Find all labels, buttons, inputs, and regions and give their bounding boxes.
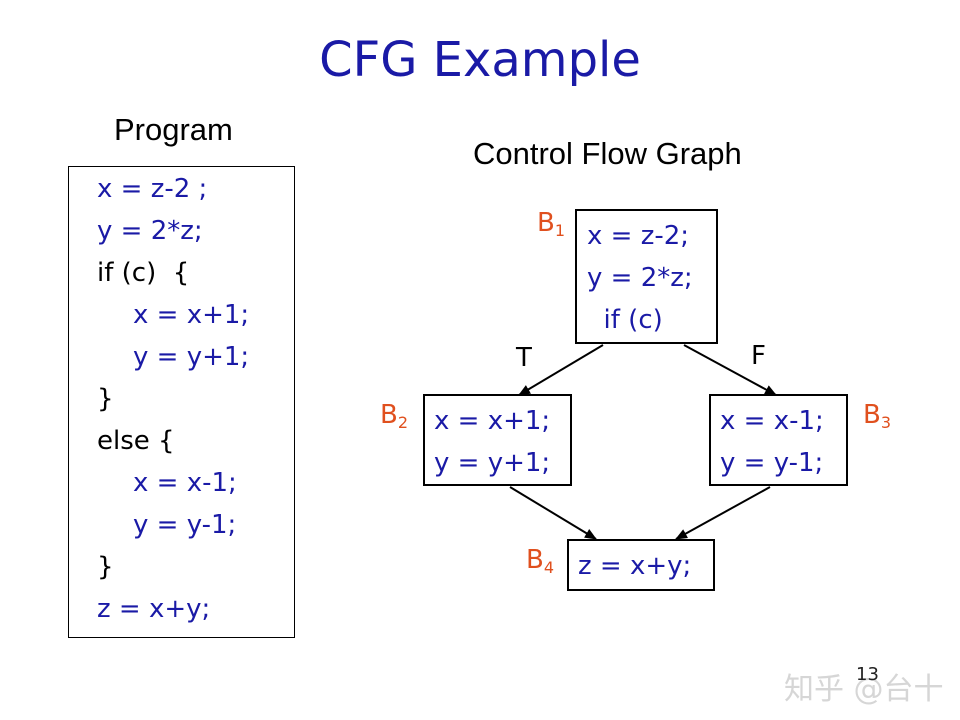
edge-label-false: F bbox=[751, 341, 766, 371]
block-b3-line-1: x = x-1; bbox=[720, 406, 824, 436]
block-b3 bbox=[709, 394, 848, 486]
code-line-8: x = x-1; bbox=[133, 468, 237, 498]
page-number: 13 bbox=[856, 664, 879, 685]
slide-title: CFG Example bbox=[319, 32, 641, 88]
code-line-6: } bbox=[97, 384, 114, 414]
code-line-2: y = 2*z; bbox=[97, 216, 203, 246]
edge-b2-b4 bbox=[509, 486, 597, 540]
program-listing-box bbox=[68, 166, 295, 638]
code-line-7: else { bbox=[97, 426, 175, 456]
block-b2 bbox=[423, 394, 572, 486]
edge-b3-b4 bbox=[675, 486, 771, 540]
block-b1-line-3: if (c) bbox=[587, 305, 663, 335]
block-b3-label: B3 bbox=[863, 400, 892, 432]
edge-b1-b3 bbox=[683, 344, 777, 396]
code-line-11: z = x+y; bbox=[97, 594, 211, 624]
code-line-1: x = z-2 ; bbox=[97, 174, 208, 204]
edge-label-true: T bbox=[516, 343, 532, 373]
edge-b1-b2 bbox=[518, 344, 604, 396]
block-b2-label: B2 bbox=[380, 400, 409, 432]
cfg-heading: Control Flow Graph bbox=[473, 136, 742, 171]
block-b2-line-2: y = y+1; bbox=[434, 448, 551, 478]
code-line-5: y = y+1; bbox=[133, 342, 250, 372]
block-b3-line-2: y = y-1; bbox=[720, 448, 824, 478]
block-b4-label: B4 bbox=[526, 545, 555, 577]
block-b4 bbox=[567, 539, 715, 591]
block-b1-label: B1 bbox=[537, 208, 566, 240]
code-line-3: if (c) { bbox=[97, 258, 190, 288]
program-heading: Program bbox=[114, 112, 233, 147]
watermark-text: 知乎 @台十 bbox=[784, 672, 944, 707]
block-b1 bbox=[575, 209, 718, 344]
block-b2-line-1: x = x+1; bbox=[434, 406, 551, 436]
block-b4-line-1: z = x+y; bbox=[578, 551, 692, 581]
code-line-9: y = y-1; bbox=[133, 510, 237, 540]
code-line-10: } bbox=[97, 552, 114, 582]
block-b1-line-1: x = z-2; bbox=[587, 221, 690, 251]
block-b1-line-2: y = 2*z; bbox=[587, 263, 693, 293]
code-line-4: x = x+1; bbox=[133, 300, 250, 330]
